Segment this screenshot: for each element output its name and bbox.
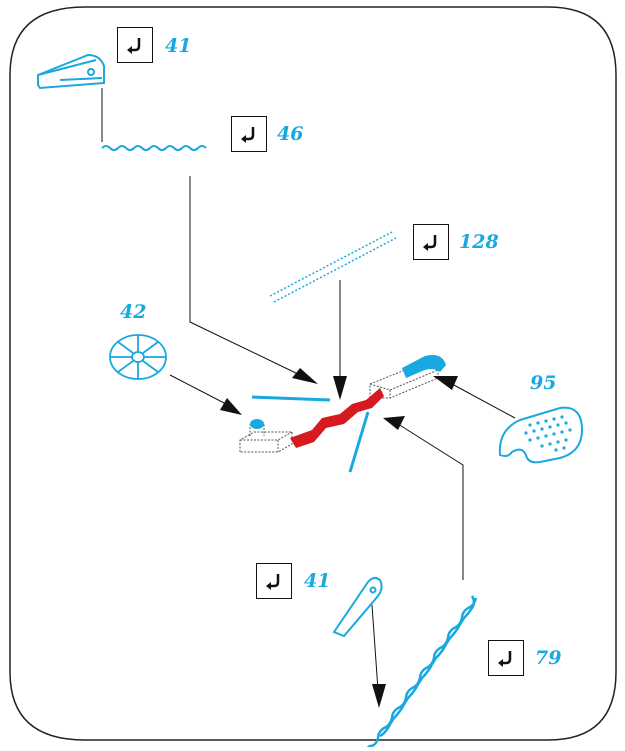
bend-arrow-icon bbox=[423, 235, 437, 251]
bend-box-128 bbox=[413, 224, 449, 260]
callout-95: 95 bbox=[530, 372, 557, 394]
assembly-right-block bbox=[369, 363, 439, 399]
bend-box-79 bbox=[488, 640, 524, 676]
callout-46: 46 bbox=[277, 123, 304, 145]
leader-41-bottom-to-79 bbox=[371, 604, 379, 691]
part-79-chain-icon bbox=[363, 595, 478, 751]
diagram-frame bbox=[9, 6, 617, 741]
central-assembly bbox=[239, 355, 446, 473]
arrowhead-46 bbox=[292, 368, 318, 384]
part-128-strip-icon bbox=[269, 231, 397, 303]
assembly-blue-strip bbox=[251, 395, 331, 402]
arrowhead-128 bbox=[333, 376, 347, 400]
callout-42: 42 bbox=[120, 301, 147, 323]
bend-arrow-icon bbox=[241, 127, 255, 143]
assembly-right-tab bbox=[402, 355, 446, 378]
bend-arrow-icon bbox=[127, 38, 141, 54]
arrowhead-41-bottom bbox=[372, 684, 386, 708]
leader-95-to-assembly bbox=[451, 383, 516, 419]
part-95-paddle-icon bbox=[498, 406, 584, 464]
bend-box-46 bbox=[231, 116, 267, 152]
bend-arrow-icon bbox=[266, 574, 280, 590]
leader-42-to-assembly bbox=[169, 374, 229, 406]
leader-46-to-assembly bbox=[189, 176, 301, 376]
assembly-left-knob bbox=[250, 419, 264, 429]
part-42-wheel-icon bbox=[109, 334, 167, 380]
arrowhead-79 bbox=[383, 416, 405, 430]
arrowheads bbox=[220, 368, 458, 708]
part-41-bottom-icon bbox=[332, 576, 383, 638]
part-95-holes bbox=[524, 415, 572, 452]
bend-arrow-icon bbox=[498, 651, 512, 667]
part-46-strip-icon bbox=[101, 145, 207, 151]
leader-79-to-assembly bbox=[397, 423, 464, 580]
callout-41-bottom: 41 bbox=[304, 570, 331, 592]
arrowhead-42 bbox=[220, 398, 242, 415]
arrowhead-95 bbox=[433, 376, 458, 390]
bend-box-41-bottom bbox=[256, 563, 292, 599]
bend-box-41-top bbox=[117, 27, 153, 63]
callout-128: 128 bbox=[459, 231, 499, 253]
leader-lines bbox=[169, 176, 516, 691]
assembly-left-block bbox=[239, 424, 293, 453]
part-41-top-icon bbox=[37, 53, 105, 90]
callout-79: 79 bbox=[535, 647, 562, 669]
callout-41-top: 41 bbox=[165, 35, 192, 57]
assembly-red-shaft bbox=[290, 388, 384, 448]
assembly-blue-pin bbox=[348, 411, 370, 473]
